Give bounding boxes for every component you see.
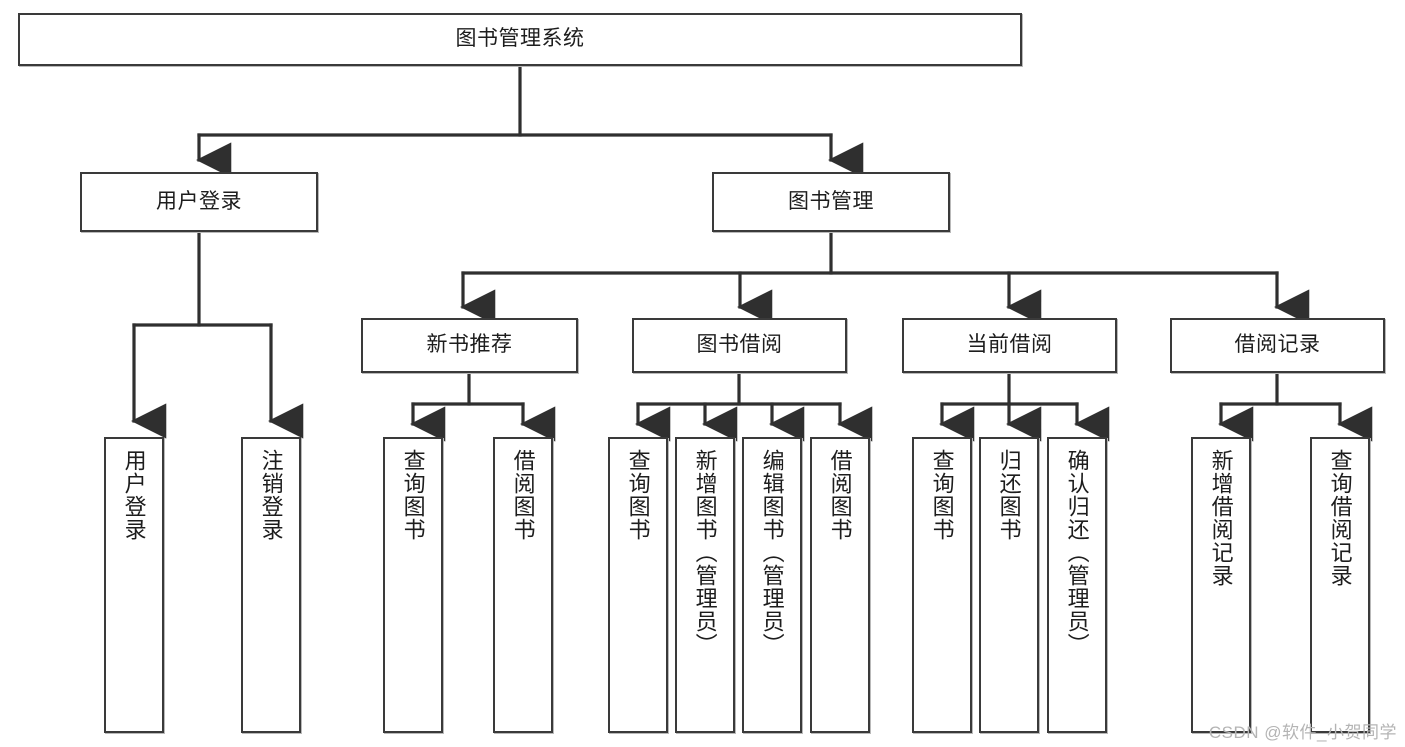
leaf-query-book-current[interactable]: 查询图书 [912, 437, 972, 733]
leaf-label: 借阅图书 [827, 449, 853, 541]
node-user-login[interactable]: 用户登录 [80, 172, 318, 232]
leaf-return-book[interactable]: 归还图书 [979, 437, 1039, 733]
leaf-query-book-recommend[interactable]: 查询图书 [383, 437, 443, 733]
leaf-label: 注销登录 [258, 449, 284, 541]
leaf-add-borrow-record[interactable]: 新增借阅记录 [1191, 437, 1251, 733]
leaf-label: 查询图书 [929, 449, 955, 541]
leaf-add-book-admin[interactable]: 新增图书（管理员） [675, 437, 735, 733]
watermark: CSDN @软件_小贺同学 [1208, 723, 1397, 742]
node-label: 新书推荐 [426, 333, 513, 357]
node-book-management[interactable]: 图书管理 [712, 172, 950, 232]
leaf-label: 新增图书（管理员） [692, 449, 718, 656]
leaf-label: 查询图书 [400, 449, 426, 541]
leaf-label: 编辑图书（管理员） [759, 449, 785, 656]
leaf-edit-book-admin[interactable]: 编辑图书（管理员） [742, 437, 802, 733]
node-label: 当前借阅 [966, 333, 1053, 357]
node-label: 借阅记录 [1234, 333, 1321, 357]
leaf-label: 确认归还（管理员） [1064, 449, 1090, 656]
node-current-borrow[interactable]: 当前借阅 [902, 318, 1117, 373]
node-book-borrow[interactable]: 图书借阅 [632, 318, 847, 373]
leaf-label: 归还图书 [996, 449, 1022, 541]
node-borrow-records[interactable]: 借阅记录 [1170, 318, 1385, 373]
leaf-user-login[interactable]: 用户登录 [104, 437, 164, 733]
leaf-label: 借阅图书 [510, 449, 536, 541]
leaf-label: 新增借阅记录 [1208, 449, 1234, 587]
leaf-label: 查询图书 [625, 449, 651, 541]
leaf-confirm-return-admin[interactable]: 确认归还（管理员） [1047, 437, 1107, 733]
node-label: 用户登录 [156, 189, 242, 213]
node-root-label: 图书管理系统 [455, 27, 585, 51]
leaf-label: 用户登录 [121, 449, 147, 541]
leaf-label: 查询借阅记录 [1327, 449, 1353, 587]
node-new-book-recommend[interactable]: 新书推荐 [361, 318, 578, 373]
leaf-query-borrow-record[interactable]: 查询借阅记录 [1310, 437, 1370, 733]
leaf-borrow-book[interactable]: 借阅图书 [810, 437, 870, 733]
node-label: 图书管理 [788, 189, 874, 213]
node-label: 图书借阅 [696, 333, 783, 357]
leaf-query-book[interactable]: 查询图书 [608, 437, 668, 733]
leaf-logout[interactable]: 注销登录 [241, 437, 301, 733]
node-root[interactable]: 图书管理系统 [18, 13, 1022, 66]
leaf-borrow-book-recommend[interactable]: 借阅图书 [493, 437, 553, 733]
